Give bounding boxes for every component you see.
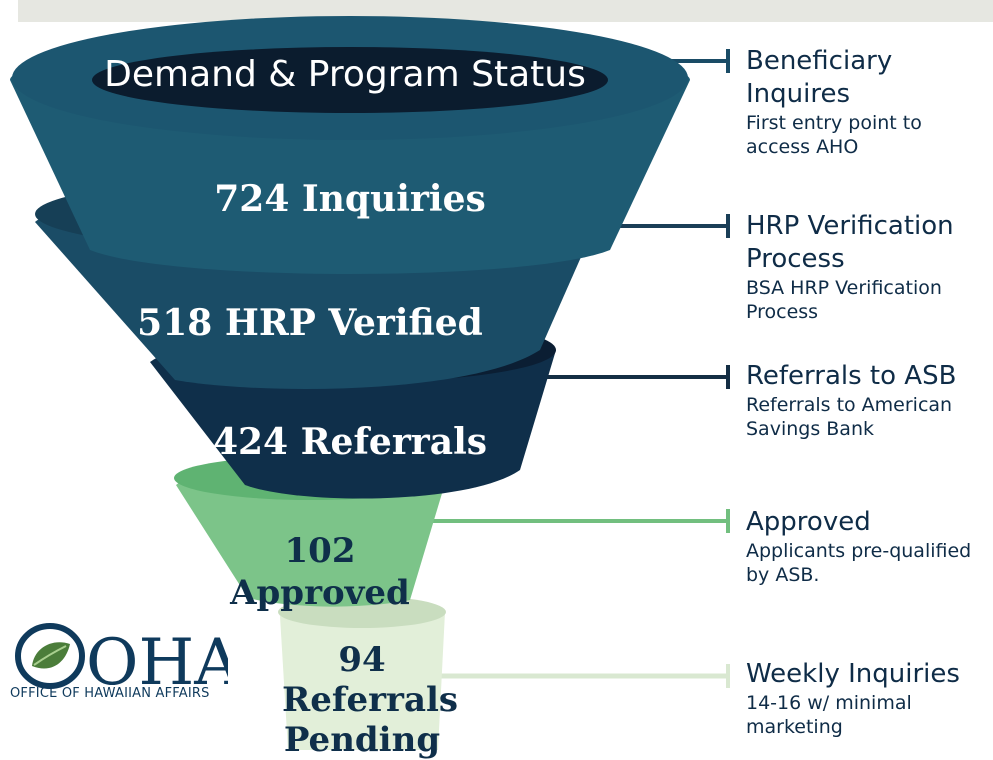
stage-1-label: 724 Inquiries [214, 178, 486, 220]
oha-logo: OHA [15, 623, 228, 700]
stage-5-label: 94 Referrals Pending [282, 640, 459, 760]
callout-1-desc: First entry point to access AHO [746, 112, 922, 158]
callout-3-title: Referrals to ASB [746, 361, 957, 391]
stage-3-label: 424 Referrals [212, 421, 488, 463]
callout-2-desc: BSA HRP Verification Process [746, 277, 942, 323]
stage-4-label: 102 Approved [230, 531, 410, 613]
funnel-stage-5 [280, 601, 445, 750]
logo-caption: OFFICE OF HAWAIIAN AFFAIRS [10, 686, 210, 701]
callout-5-desc: 14-16 w/ minimal marketing [746, 692, 912, 738]
callout-4-desc: Applicants pre-qualified by ASB. [746, 540, 972, 586]
callout-4: Approved Applicants pre-qualified by ASB… [746, 506, 991, 587]
callout-3: Referrals to ASB Referrals to American S… [746, 360, 986, 441]
logo-mark: OHA [86, 626, 228, 700]
header-band [18, 0, 993, 22]
callout-2: HRP Verification Process BSA HRP Verific… [746, 210, 986, 324]
page-title: Demand & Program Status [104, 54, 586, 95]
callout-2-title: HRP Verification Process [746, 211, 954, 274]
logo-o-ring [15, 623, 85, 689]
callout-4-title: Approved [746, 507, 871, 537]
callout-1: Beneficiary Inquires First entry point t… [746, 45, 976, 159]
callout-3-desc: Referrals to American Savings Bank [746, 394, 953, 440]
stage-2-label: 518 HRP Verified [137, 302, 483, 344]
callout-5: Weekly Inquiries 14-16 w/ minimal market… [746, 658, 981, 739]
funnel-opening [92, 47, 608, 113]
callout-1-title: Beneficiary Inquires [746, 46, 893, 109]
leaf-vein [33, 645, 67, 666]
funnel-stage-4 [176, 467, 446, 607]
callout-5-title: Weekly Inquiries [746, 659, 960, 689]
